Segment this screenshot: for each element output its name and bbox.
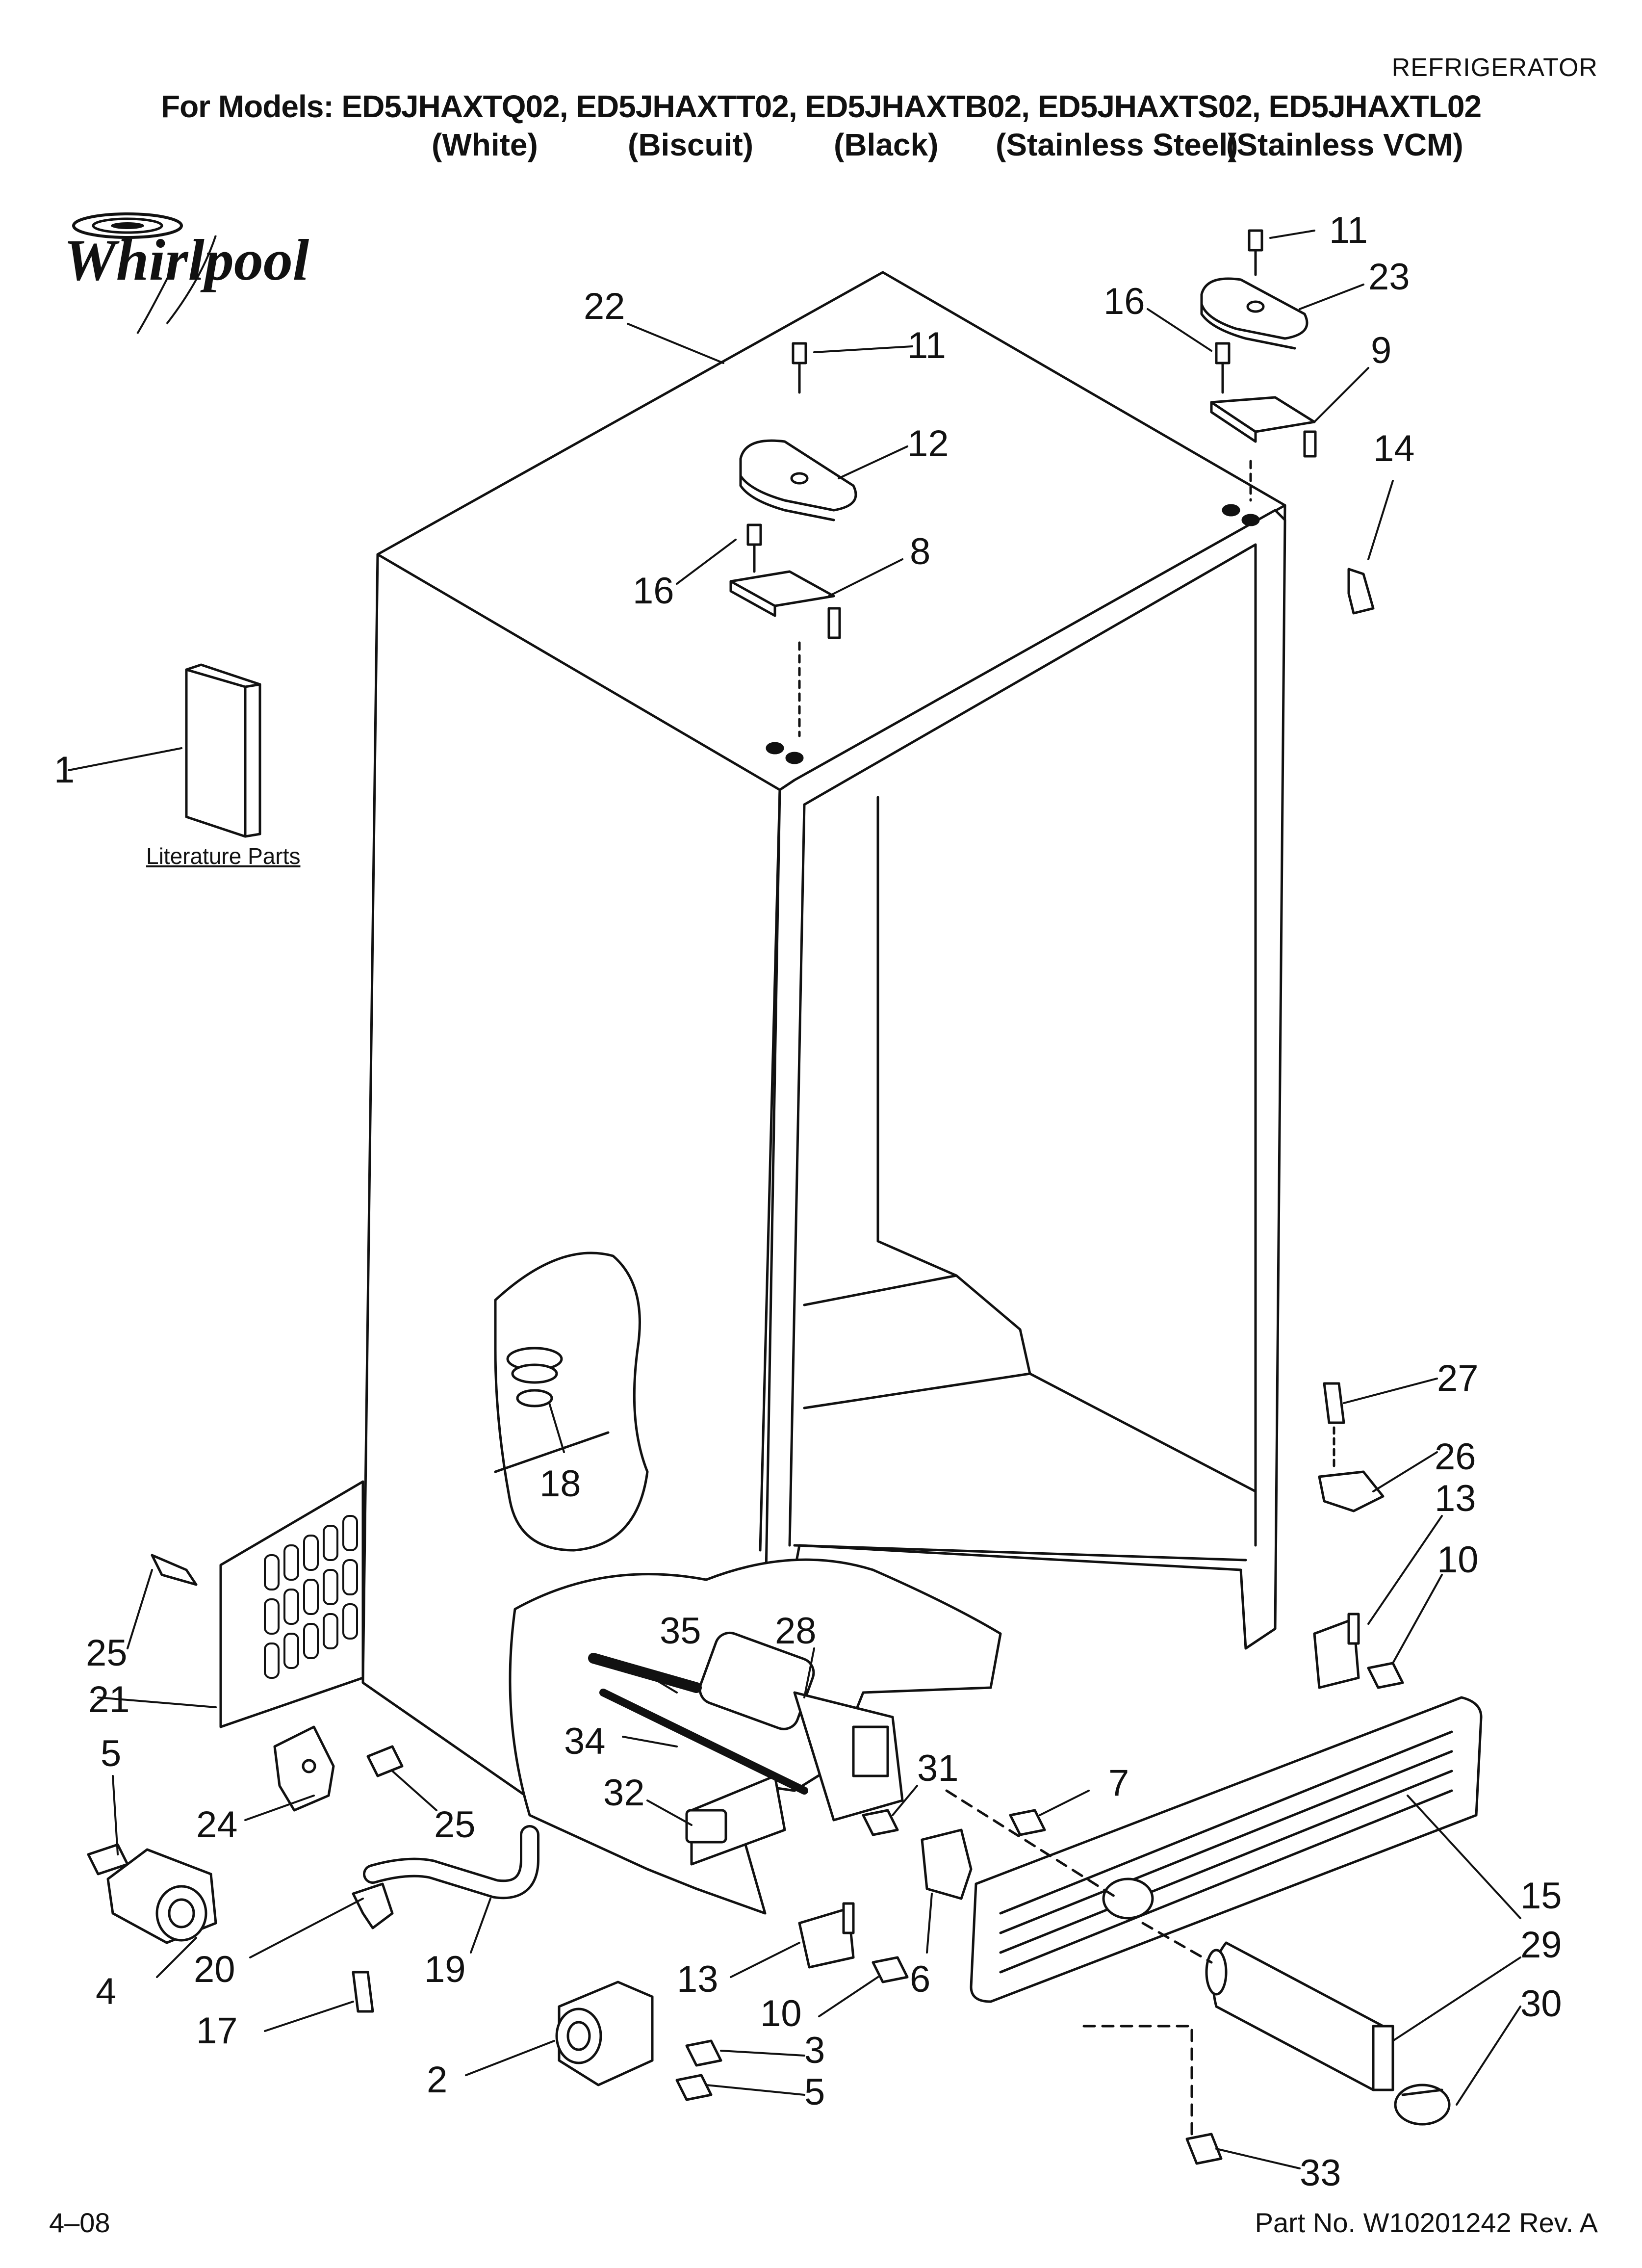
water-tube-34 bbox=[599, 1689, 808, 1795]
hinge-cover-right bbox=[1200, 277, 1308, 350]
screw-16-left bbox=[746, 523, 762, 573]
screw-11-left bbox=[792, 342, 807, 394]
callout-10-right: 10 bbox=[1437, 1539, 1479, 1581]
hinge-cover-left bbox=[739, 439, 857, 521]
callout-2: 2 bbox=[427, 2059, 447, 2101]
callout-11-right: 11 bbox=[1329, 209, 1368, 251]
callout-4: 4 bbox=[96, 1971, 116, 2012]
literature-parts-label: Literature Parts bbox=[146, 843, 301, 869]
callout-12: 12 bbox=[907, 423, 949, 465]
drain-cutout bbox=[494, 1251, 649, 1552]
callout-28: 28 bbox=[775, 1610, 817, 1652]
callout-13-right: 13 bbox=[1435, 1478, 1476, 1519]
revision-date: 4–08 bbox=[49, 2207, 110, 2238]
variant-white: (White) bbox=[432, 127, 538, 162]
screw-31 bbox=[862, 1809, 899, 1836]
callout-33: 33 bbox=[1300, 2152, 1341, 2194]
screw-25-lower bbox=[366, 1745, 404, 1777]
callout-18: 18 bbox=[539, 1463, 581, 1505]
hinge-part-26 bbox=[1318, 1470, 1385, 1512]
screw-10-lower-left bbox=[872, 1956, 909, 1983]
callout-14: 14 bbox=[1373, 428, 1415, 469]
hinge-bracket-left bbox=[729, 570, 841, 737]
callout-26: 26 bbox=[1435, 1436, 1476, 1478]
variant-stainless-vcm: (Stainless VCM) bbox=[1226, 127, 1463, 162]
hinge-bracket-right bbox=[1210, 396, 1317, 502]
callout-15: 15 bbox=[1520, 1875, 1562, 1917]
hinge-13-lower-left bbox=[798, 1902, 855, 1969]
screw-5-bottom bbox=[675, 2074, 713, 2101]
roller-2 bbox=[555, 1981, 654, 2086]
callout-13-lower: 13 bbox=[677, 1958, 718, 2000]
drain-tube-19 bbox=[363, 1825, 539, 1900]
whirlpool-logo: Whirlpool bbox=[54, 206, 338, 346]
variant-black: (Black) bbox=[834, 127, 939, 162]
door-stop-14 bbox=[1347, 568, 1375, 615]
variant-stainless-steel: (Stainless Steel) bbox=[996, 127, 1238, 162]
screw-17 bbox=[352, 1971, 374, 2013]
bracket-6 bbox=[921, 1828, 973, 1900]
callout-22: 22 bbox=[584, 286, 625, 327]
callout-31: 31 bbox=[917, 1747, 959, 1789]
callout-11-left: 11 bbox=[907, 325, 946, 366]
callout-35: 35 bbox=[660, 1610, 701, 1652]
callout-21: 21 bbox=[88, 1679, 130, 1721]
callout-9: 9 bbox=[1371, 330, 1391, 371]
screw-7 bbox=[1009, 1809, 1046, 1836]
callout-1: 1 bbox=[54, 749, 75, 791]
callout-3: 3 bbox=[804, 2030, 825, 2071]
callout-7: 7 bbox=[1108, 1762, 1129, 1804]
callout-5-bottom: 5 bbox=[804, 2071, 825, 2113]
model-list: For Models: ED5JHAXTQ02, ED5JHAXTT02, ED… bbox=[0, 88, 1642, 162]
hinge-13-right bbox=[1313, 1613, 1360, 1689]
callout-30: 30 bbox=[1520, 1983, 1562, 2025]
roller-4 bbox=[106, 1848, 217, 1944]
screw-16-right bbox=[1215, 342, 1231, 394]
callout-6: 6 bbox=[910, 1958, 930, 2000]
callout-10-lower: 10 bbox=[760, 1993, 802, 2034]
base-grille-15 bbox=[970, 1696, 1483, 2003]
callout-34: 34 bbox=[564, 1721, 606, 1762]
callout-27: 27 bbox=[1437, 1357, 1479, 1399]
foam-block-32 bbox=[685, 1809, 727, 1844]
callout-32: 32 bbox=[603, 1772, 645, 1814]
callout-24: 24 bbox=[196, 1804, 238, 1846]
svg-text:Whirlpool: Whirlpool bbox=[64, 227, 309, 292]
callout-23: 23 bbox=[1368, 256, 1410, 298]
callout-16-right: 16 bbox=[1103, 281, 1145, 322]
callout-labels: 1 2 3 4 5 5 6 7 8 9 10 10 11 11 12 13 13… bbox=[54, 209, 1562, 2194]
part-number: Part No. W10201242 Rev. A bbox=[1255, 2207, 1598, 2238]
callout-20: 20 bbox=[194, 1949, 235, 1990]
screw-10-right bbox=[1367, 1662, 1404, 1689]
page-category: REFRIGERATOR bbox=[1391, 53, 1598, 82]
callout-8: 8 bbox=[910, 531, 930, 573]
rear-grille bbox=[219, 1480, 364, 1728]
models-line: For Models: ED5JHAXTQ02, ED5JHAXTT02, ED… bbox=[160, 89, 1482, 124]
water-tube-35 bbox=[588, 1653, 702, 1693]
callout-17: 17 bbox=[196, 2010, 238, 2052]
water-filter-29 bbox=[1205, 1941, 1394, 2091]
screw-3 bbox=[685, 2039, 722, 2067]
callout-29: 29 bbox=[1520, 1924, 1562, 1966]
clip-20 bbox=[352, 1882, 394, 1929]
callout-19: 19 bbox=[424, 1949, 466, 1990]
clip-33 bbox=[1185, 2133, 1223, 2165]
variant-biscuit: (Biscuit) bbox=[628, 127, 753, 162]
color-variants: (White) (Biscuit) (Black) (Stainless Ste… bbox=[0, 127, 1642, 166]
callout-25-upper: 25 bbox=[86, 1632, 128, 1674]
literature-parts-booklet bbox=[185, 663, 261, 838]
screw-11-right bbox=[1248, 229, 1263, 276]
callout-5-left: 5 bbox=[101, 1733, 121, 1774]
callout-25-lower: 25 bbox=[434, 1804, 476, 1846]
screw-27 bbox=[1323, 1382, 1345, 1468]
screw-25-upper bbox=[151, 1554, 198, 1586]
roller-bracket-24 bbox=[273, 1725, 335, 1812]
callout-16-left: 16 bbox=[633, 570, 674, 612]
filter-cap-30 bbox=[1394, 2084, 1451, 2126]
filter-housing-28 bbox=[698, 1631, 904, 1822]
